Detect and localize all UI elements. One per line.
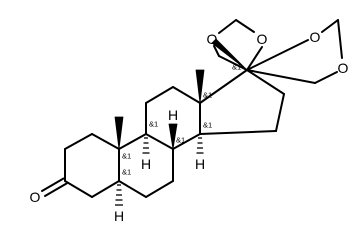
bond-c17-o-dox-a bbox=[246, 46, 263, 71]
h-c5-label: H bbox=[114, 208, 124, 224]
bond-c11-c12 bbox=[145, 86, 174, 104]
bond-c9-c10 bbox=[118, 133, 147, 150]
stereo-label-c8: &1 bbox=[176, 136, 185, 145]
stereo-label-c10: &1 bbox=[122, 152, 131, 161]
stereo-label-c14: &1 bbox=[203, 121, 212, 130]
bond-o-dox-b-c20 bbox=[213, 45, 220, 57]
wedge-c13-methyl bbox=[195, 69, 205, 104]
stereo-label-c17: &1 bbox=[232, 63, 241, 72]
outer-dioxolane-oxygen-b-label: O bbox=[338, 60, 349, 76]
bond-ch2-o-diox-b bbox=[337, 19, 343, 59]
bond-c17-c20 bbox=[218, 55, 248, 71]
bond-c3-o-keto-b bbox=[44, 182, 68, 197]
outer-dioxolane-oxygen-a-label: O bbox=[310, 29, 321, 45]
h-c8-label: H bbox=[168, 107, 178, 123]
bond-c14-c8 bbox=[172, 133, 201, 150]
bond-c17-o-diox-a bbox=[246, 39, 309, 71]
bond-c12-c13 bbox=[172, 86, 201, 104]
h-c14-label: H bbox=[195, 156, 205, 172]
stereo-label-c5: &1 bbox=[122, 168, 131, 177]
bond-c1-c2 bbox=[64, 133, 93, 150]
bond-c17-c16 bbox=[246, 69, 285, 95]
bond-c6-c7 bbox=[145, 180, 174, 198]
stereo-label-c9: &1 bbox=[149, 120, 158, 129]
hash-c5-h bbox=[115, 184, 123, 206]
bond-c8-c9 bbox=[145, 133, 174, 150]
bond-c13-c17 bbox=[199, 69, 248, 104]
wedge-c8-h bbox=[168, 123, 178, 150]
wedge-c10-methyl bbox=[114, 116, 124, 150]
bond-c15-c14 bbox=[199, 130, 277, 135]
bond-c16-c15 bbox=[275, 93, 285, 132]
bond-c10-c1 bbox=[91, 133, 120, 150]
bond-ch2-o-dox-b bbox=[218, 19, 237, 34]
keto-oxygen-label: O bbox=[30, 189, 41, 205]
bond-o-dox-a-ch2 bbox=[235, 19, 255, 33]
bond-c3-c4 bbox=[64, 180, 93, 198]
hash-c14-h bbox=[196, 137, 204, 154]
hash-c9-h bbox=[142, 137, 150, 154]
h-c9-label: H bbox=[141, 156, 151, 172]
bond-c4-c5 bbox=[91, 180, 120, 198]
bond-c3-o-keto-a bbox=[41, 177, 65, 192]
bond-o-diox-b-ch2 bbox=[314, 71, 338, 84]
dioxolane-oxygen-b-label: O bbox=[207, 31, 218, 47]
bond-c5-c6 bbox=[118, 180, 147, 198]
bond-o-diox-a-ch2 bbox=[321, 19, 339, 33]
wedge-c17-oxygen bbox=[211, 38, 248, 71]
bond-ch2-c17 bbox=[246, 69, 316, 84]
stereo-label-c13: &1 bbox=[203, 91, 212, 100]
dioxolane-oxygen-a-label: O bbox=[257, 31, 268, 47]
